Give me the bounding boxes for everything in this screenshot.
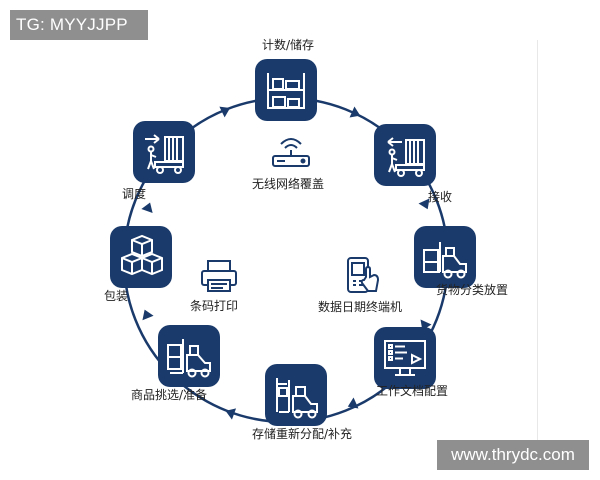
step-tile-counting-storage xyxy=(255,59,317,121)
step-label-picking: 商品挑选/准备 xyxy=(131,388,208,402)
handheld-terminal-icon xyxy=(347,257,380,293)
step-label-sorting: 货物分类放置 xyxy=(436,283,509,297)
center-label-printer: 条码打印 xyxy=(190,299,239,313)
ring-arrow-4 xyxy=(347,397,359,409)
step-label-packing: 包装 xyxy=(104,289,129,303)
watermark-badge-bottom-right: www.thrydc.com xyxy=(437,440,589,470)
ring-arrow-2 xyxy=(418,198,430,210)
step-label-reallocation: 存储重新分配/补充 xyxy=(252,427,353,441)
watermark-badge-top-left: TG: MYYJJPP xyxy=(10,10,148,40)
monitor-document-icon xyxy=(384,340,426,376)
forklift-shelf-icon xyxy=(167,339,211,378)
step-label-counting-storage: 计数/储存 xyxy=(261,38,315,52)
step-label-dispatch: 调度 xyxy=(122,187,147,201)
step-label-doc-config: 工作文档配置 xyxy=(376,384,449,398)
ring-arrow-6 xyxy=(142,309,154,321)
ring-arrow-5 xyxy=(225,408,237,420)
center-label-wifi: 无线网络覆盖 xyxy=(252,177,325,191)
forklift-icon xyxy=(423,242,467,279)
step-tile-sorting xyxy=(414,226,476,288)
truck-unloading-icon xyxy=(387,137,425,177)
step-label-receiving: 接收 xyxy=(428,190,453,204)
shelving-boxes-icon xyxy=(267,73,305,109)
ring-arrow-7 xyxy=(141,202,153,214)
forklift-rack-icon xyxy=(276,378,318,419)
step-tile-dispatch xyxy=(133,121,195,183)
center-label-terminal: 数据日期终端机 xyxy=(318,300,403,314)
step-tile-reallocation xyxy=(265,364,327,426)
ring-arrow-1 xyxy=(349,106,361,118)
divider-line xyxy=(537,40,538,440)
step-tile-packing xyxy=(110,226,172,288)
wifi-router-icon xyxy=(272,138,310,167)
truck-loading-icon xyxy=(145,134,184,174)
stacked-boxes-icon xyxy=(121,234,163,276)
step-tile-picking xyxy=(158,325,220,387)
step-tile-doc-config xyxy=(374,327,436,389)
ring-arrow-8 xyxy=(219,106,231,118)
barcode-printer-icon xyxy=(201,260,237,292)
step-tile-receiving xyxy=(374,124,436,186)
